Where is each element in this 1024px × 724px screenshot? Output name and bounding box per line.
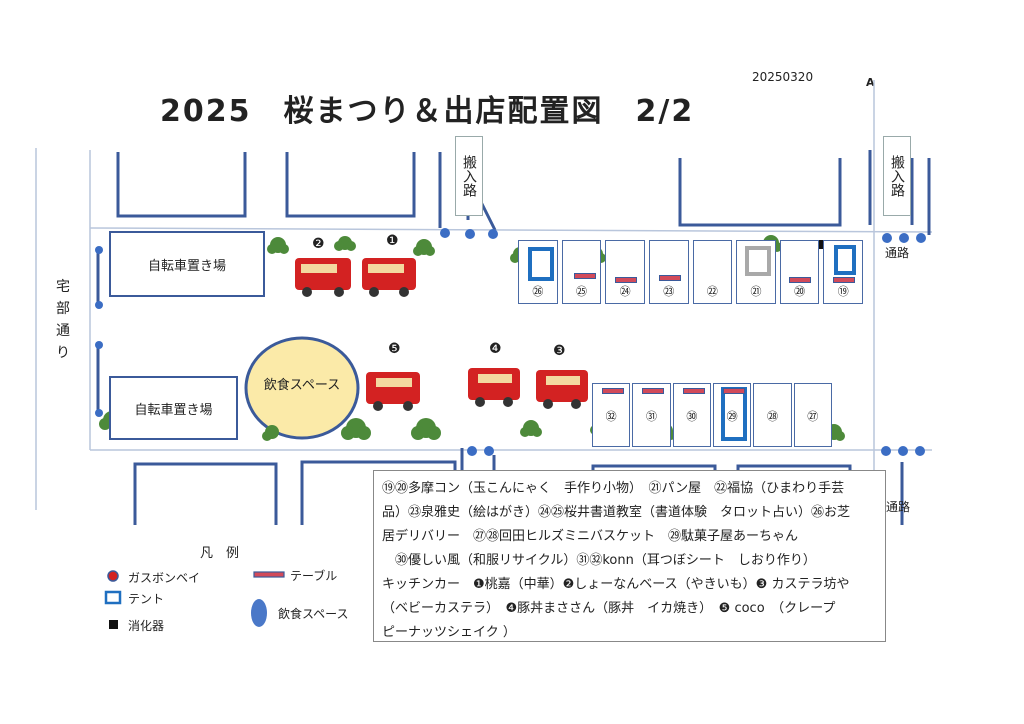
stall-number: ⑳: [794, 285, 806, 298]
legend-gas-label: ガスボンベイ: [128, 571, 201, 585]
hannyu-left-label: 搬入路: [455, 136, 483, 216]
stall-27: ㉗: [793, 383, 832, 447]
bike-parking-1: 自転車置き場: [109, 231, 265, 297]
legend-tent-symbol: [104, 590, 122, 605]
shop-list-line: 品）㉓泉雅史（絵はがき）㉔㉕桜井書道教室（書道体験 タロット占い）㉖お芝: [382, 505, 851, 520]
table-marker: [682, 388, 705, 394]
table-marker: [573, 273, 596, 279]
table-marker: [788, 277, 811, 283]
eating-space-label: 飲食スペース: [263, 378, 341, 393]
date-label: 20250320: [752, 70, 814, 84]
shop-list-box: ⑲⑳多摩コン（玉こんにゃく 手作り小物） ㉑パン屋 ㉒福協（ひまわり手芸 品）㉓…: [373, 470, 886, 642]
shop-list-line: キッチンカー ❶桃嘉（中華）❷しょーなんベース（やきいも）❸ カステラ坊や: [382, 577, 850, 592]
stall-21: ㉑: [736, 240, 776, 304]
kitchen-car-4-mark: ❹: [489, 341, 502, 357]
stall-row-top: ㉖ ㉕ ㉔ ㉓ ㉒ ㉑ ⑳ ⑲: [518, 240, 863, 304]
stall-26: ㉖: [518, 240, 558, 304]
stall-31: ㉛: [632, 383, 671, 447]
page-title: 2025 桜まつり＆出店配置図 2/2: [160, 94, 695, 129]
kitchen-car-2-mark: ❷: [312, 236, 325, 252]
table-marker: [833, 277, 856, 283]
stall-29: ㉙: [712, 383, 752, 447]
stall-number: ⑲: [837, 285, 849, 298]
stall-number: ㉒: [706, 285, 718, 298]
legend-eating-label: 飲食スペース: [278, 607, 349, 621]
stall-number: ㉚: [686, 410, 698, 423]
legend-extinguisher-symbol: [109, 620, 118, 629]
table-marker: [658, 275, 681, 281]
legend-table-label: テーブル: [290, 569, 338, 583]
stall-30: ㉚: [672, 383, 711, 447]
shop-list-line: ピーナッツシェイク ）: [382, 625, 516, 640]
stall-number: ㉘: [766, 410, 778, 423]
corner-a-label: A: [866, 76, 875, 89]
legend-extinguisher-label: 消化器: [128, 619, 165, 633]
table-marker: [602, 388, 624, 394]
stall-number: ㉙: [726, 410, 738, 423]
eating-space-ellipse: [244, 336, 360, 440]
shop-list-line: ㉚優しい風（和服リサイクル）㉛㉜konn（耳つぼシート しおり作り）: [382, 553, 816, 568]
stall-number: ㉕: [575, 285, 587, 298]
stall-25: ㉕: [561, 240, 602, 304]
stall-row-bottom: ㉜ ㉛ ㉚ ㉙ ㉘ ㉗: [592, 383, 832, 447]
legend-gas-symbol: [107, 570, 119, 582]
stall-24: ㉔: [605, 240, 645, 304]
stall-number: ㉜: [605, 410, 617, 423]
stall-32: ㉜: [592, 383, 631, 447]
kitchen-car-3-mark: ❸: [553, 343, 566, 359]
stall-number: ㉗: [807, 410, 819, 423]
shop-list-line: ⑲⑳多摩コン（玉こんにゃく 手作り小物） ㉑パン屋 ㉒福協（ひまわり手芸: [382, 481, 845, 496]
kitchen-car-5-mark: ❺: [388, 341, 401, 357]
kitchen-trucks: [295, 258, 588, 411]
legend-table-symbol: [253, 571, 285, 578]
stall-19: ⑲: [823, 240, 863, 304]
table-marker: [642, 388, 665, 394]
shop-list-line: 居デリバリー ㉗㉘回田ヒルズミニバスケット ㉙駄菓子屋あーちゃん: [382, 529, 799, 544]
stall-number: ㉓: [663, 285, 675, 298]
tsuro-bottom-label: 通路: [886, 500, 911, 514]
gate-dots: [95, 228, 926, 456]
building-outlines: [96, 150, 931, 525]
tent-marker: [528, 247, 554, 281]
fire-extinguisher-marker: [816, 240, 825, 249]
table-marker: [722, 388, 745, 394]
stall-number: ㉛: [645, 410, 657, 423]
tent-marker: [834, 245, 857, 275]
road-lines: [35, 80, 933, 510]
stall-number: ㉑: [750, 285, 762, 298]
bike-parking-2: 自転車置き場: [109, 376, 238, 440]
legend-title: 凡 例: [200, 546, 240, 561]
shop-list-line: （ベビーカステラ） ❹豚丼まささん（豚丼 イカ焼き） ❺ coco （クレープ: [382, 601, 836, 616]
stall-22: ㉒: [692, 240, 733, 304]
hannyu-right-label: 搬入路: [883, 136, 911, 216]
takube-road-label: 宅部通り: [56, 279, 70, 361]
stall-23: ㉓: [648, 240, 689, 304]
stall-20: ⑳: [779, 240, 820, 304]
legend-eating-symbol: [251, 599, 267, 627]
stall-number: ㉔: [619, 285, 631, 298]
kitchen-car-1-mark: ❶: [386, 233, 399, 249]
table-marker: [615, 277, 638, 283]
legend-tent-label: テント: [128, 592, 165, 606]
tsuro-top-label: 通路: [885, 246, 910, 260]
tent-marker-gray: [745, 246, 772, 276]
stall-number: ㉖: [532, 285, 544, 298]
stall-28: ㉘: [753, 383, 792, 447]
